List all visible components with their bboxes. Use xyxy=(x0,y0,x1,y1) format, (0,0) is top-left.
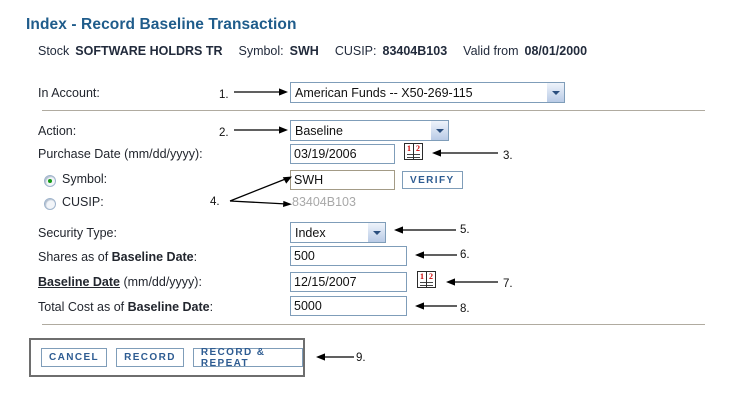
security-type-label: Security Type: xyxy=(38,226,117,240)
total-cost-label-pre: Total Cost as of xyxy=(38,300,128,314)
record-button[interactable]: RECORD xyxy=(116,348,184,367)
baseline-date-label-bold: Baseline Date xyxy=(38,275,120,289)
divider-top xyxy=(42,110,705,111)
valid-from-label: Valid from xyxy=(463,44,519,58)
annotation-marker-2: 2. xyxy=(219,127,229,139)
cusip-value: 83404B103 xyxy=(382,44,448,58)
stock-label: Stock xyxy=(38,44,70,58)
annotation-arrow-3 xyxy=(432,147,498,159)
baseline-date-label: Baseline Date (mm/dd/yyyy): xyxy=(38,275,202,289)
security-type-select[interactable]: Index xyxy=(290,222,386,243)
chevron-down-icon[interactable] xyxy=(430,121,448,140)
baseline-date-input[interactable]: 12/15/2007 xyxy=(290,272,407,292)
annotation-marker-4: 4. xyxy=(210,196,220,208)
symbol-value: SWH xyxy=(289,44,319,58)
annotation-arrow-8 xyxy=(415,300,457,312)
action-button-bar: CANCEL RECORD RECORD & REPEAT xyxy=(29,338,305,377)
annotation-arrow-1 xyxy=(234,86,288,98)
cusip-label: CUSIP: xyxy=(334,44,377,58)
chevron-down-icon[interactable] xyxy=(367,223,385,242)
security-summary: Stock SOFTWARE HOLDRS TR Symbol: SWH CUSIP: 8… xyxy=(38,44,587,58)
in-account-label: In Account: xyxy=(38,86,100,100)
total-cost-input[interactable]: 5000 xyxy=(290,296,407,316)
page-title: Index - Record Baseline Transaction xyxy=(26,16,297,33)
annotation-marker-3: 3. xyxy=(503,150,513,162)
annotation-marker-8: 8. xyxy=(460,303,470,315)
annotation-arrow-9 xyxy=(316,351,354,363)
action-select[interactable]: Baseline xyxy=(290,120,449,141)
purchase-date-value: 03/19/2006 xyxy=(294,147,357,161)
annotation-marker-5: 5. xyxy=(460,224,470,236)
annotation-arrow-4 xyxy=(226,175,292,207)
action-label: Action: xyxy=(38,124,77,138)
symbol-radio[interactable] xyxy=(44,175,56,187)
total-cost-label-bold: Baseline Date xyxy=(127,300,210,314)
shares-label: Shares as of Baseline Date: xyxy=(38,250,197,264)
cusip-radio-label: CUSIP: xyxy=(62,195,104,209)
security-type-value: Index xyxy=(295,225,326,240)
total-cost-label: Total Cost as of Baseline Date: xyxy=(38,300,213,314)
annotation-marker-6: 6. xyxy=(460,249,470,261)
stock-value: SOFTWARE HOLDRS TR xyxy=(75,44,223,58)
annotation-marker-1: 1. xyxy=(219,89,229,101)
shares-label-pre: Shares as of xyxy=(38,250,112,264)
symbol-input-value: SWH xyxy=(294,173,324,187)
shares-label-bold: Baseline Date xyxy=(111,250,194,264)
cusip-readonly-value: 83404B103 xyxy=(292,195,356,209)
in-account-value: American Funds -- X50-269-115 xyxy=(295,85,473,100)
annotation-arrow-7 xyxy=(446,276,498,288)
total-cost-value: 5000 xyxy=(294,299,322,313)
action-value: Baseline xyxy=(295,123,343,138)
chevron-down-icon[interactable] xyxy=(546,83,564,102)
annotation-arrow-6 xyxy=(415,249,457,261)
baseline-date-value: 12/15/2007 xyxy=(294,275,357,289)
annotation-arrow-2 xyxy=(234,124,288,136)
total-cost-label-post: : xyxy=(209,300,214,314)
annotation-marker-9: 9. xyxy=(356,352,366,364)
calendar-icon[interactable]: 1 2 xyxy=(404,143,423,160)
verify-button[interactable]: VERIFY xyxy=(402,171,463,189)
baseline-date-label-post: (mm/dd/yyyy): xyxy=(119,275,202,289)
valid-from-value: 08/01/2000 xyxy=(524,44,588,58)
in-account-select[interactable]: American Funds -- X50-269-115 xyxy=(290,82,565,103)
symbol-radio-label: Symbol: xyxy=(62,172,108,186)
cancel-button[interactable]: CANCEL xyxy=(41,348,108,367)
annotation-marker-7: 7. xyxy=(503,278,513,290)
shares-input[interactable]: 500 xyxy=(290,246,407,266)
shares-value: 500 xyxy=(294,249,315,263)
purchase-date-input[interactable]: 03/19/2006 xyxy=(290,144,395,164)
calendar-icon[interactable]: 1 2 xyxy=(417,271,436,288)
shares-label-post: : xyxy=(193,250,198,264)
divider-bottom xyxy=(42,324,705,325)
record-and-repeat-button[interactable]: RECORD & REPEAT xyxy=(192,347,303,369)
cusip-radio[interactable] xyxy=(44,198,56,210)
symbol-input[interactable]: SWH xyxy=(290,170,395,190)
annotation-arrow-5 xyxy=(394,224,456,236)
symbol-label: Symbol: xyxy=(238,44,284,58)
purchase-date-label: Purchase Date (mm/dd/yyyy): xyxy=(38,147,203,161)
